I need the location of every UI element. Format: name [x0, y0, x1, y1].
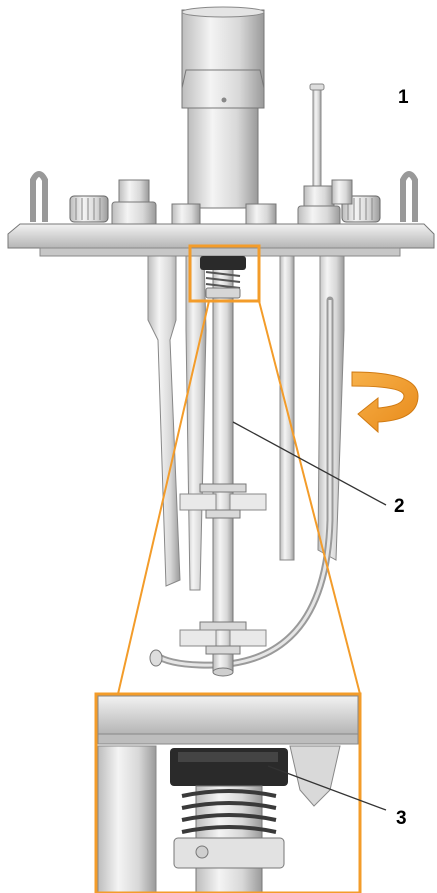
- lid-handle-left: [30, 171, 48, 222]
- probe-rod: [312, 85, 322, 197]
- zoom-leader-left: [117, 300, 210, 695]
- central-tube-lower: [187, 107, 259, 209]
- zoom-leader-right: [258, 300, 361, 695]
- zoom-inset-frame: [94, 692, 362, 893]
- zoom-inset: [96, 694, 360, 893]
- seal-highlight-box: [188, 244, 261, 303]
- curved-dip-tube: [152, 296, 334, 669]
- stirrer-shaft: [212, 261, 234, 673]
- leader-3: [267, 765, 387, 811]
- tube-coupling: [181, 69, 265, 109]
- dip-tube-end: [149, 649, 163, 667]
- impeller-lower: [179, 621, 267, 655]
- impeller-upper: [179, 483, 267, 519]
- callout-3: 3: [396, 808, 407, 829]
- callout-2: 2: [394, 496, 405, 517]
- left-probe-tube: [147, 255, 181, 587]
- knurled-knob-left: [69, 195, 109, 223]
- leader-2: [232, 421, 387, 506]
- seal-spring: [181, 789, 277, 834]
- shaft-spring-small: [205, 271, 241, 289]
- left-thin-tube: [185, 255, 207, 591]
- callout-1: 1: [398, 87, 409, 108]
- shaft-seal-black: [200, 256, 246, 270]
- curved-arrow-icon: [351, 371, 419, 434]
- hex-fittings: [111, 179, 353, 227]
- shaft-collar: [173, 837, 285, 869]
- lid-handle-right: [400, 171, 418, 222]
- lid-plate: [7, 223, 435, 249]
- reactor-lid-assembly: [7, 6, 435, 257]
